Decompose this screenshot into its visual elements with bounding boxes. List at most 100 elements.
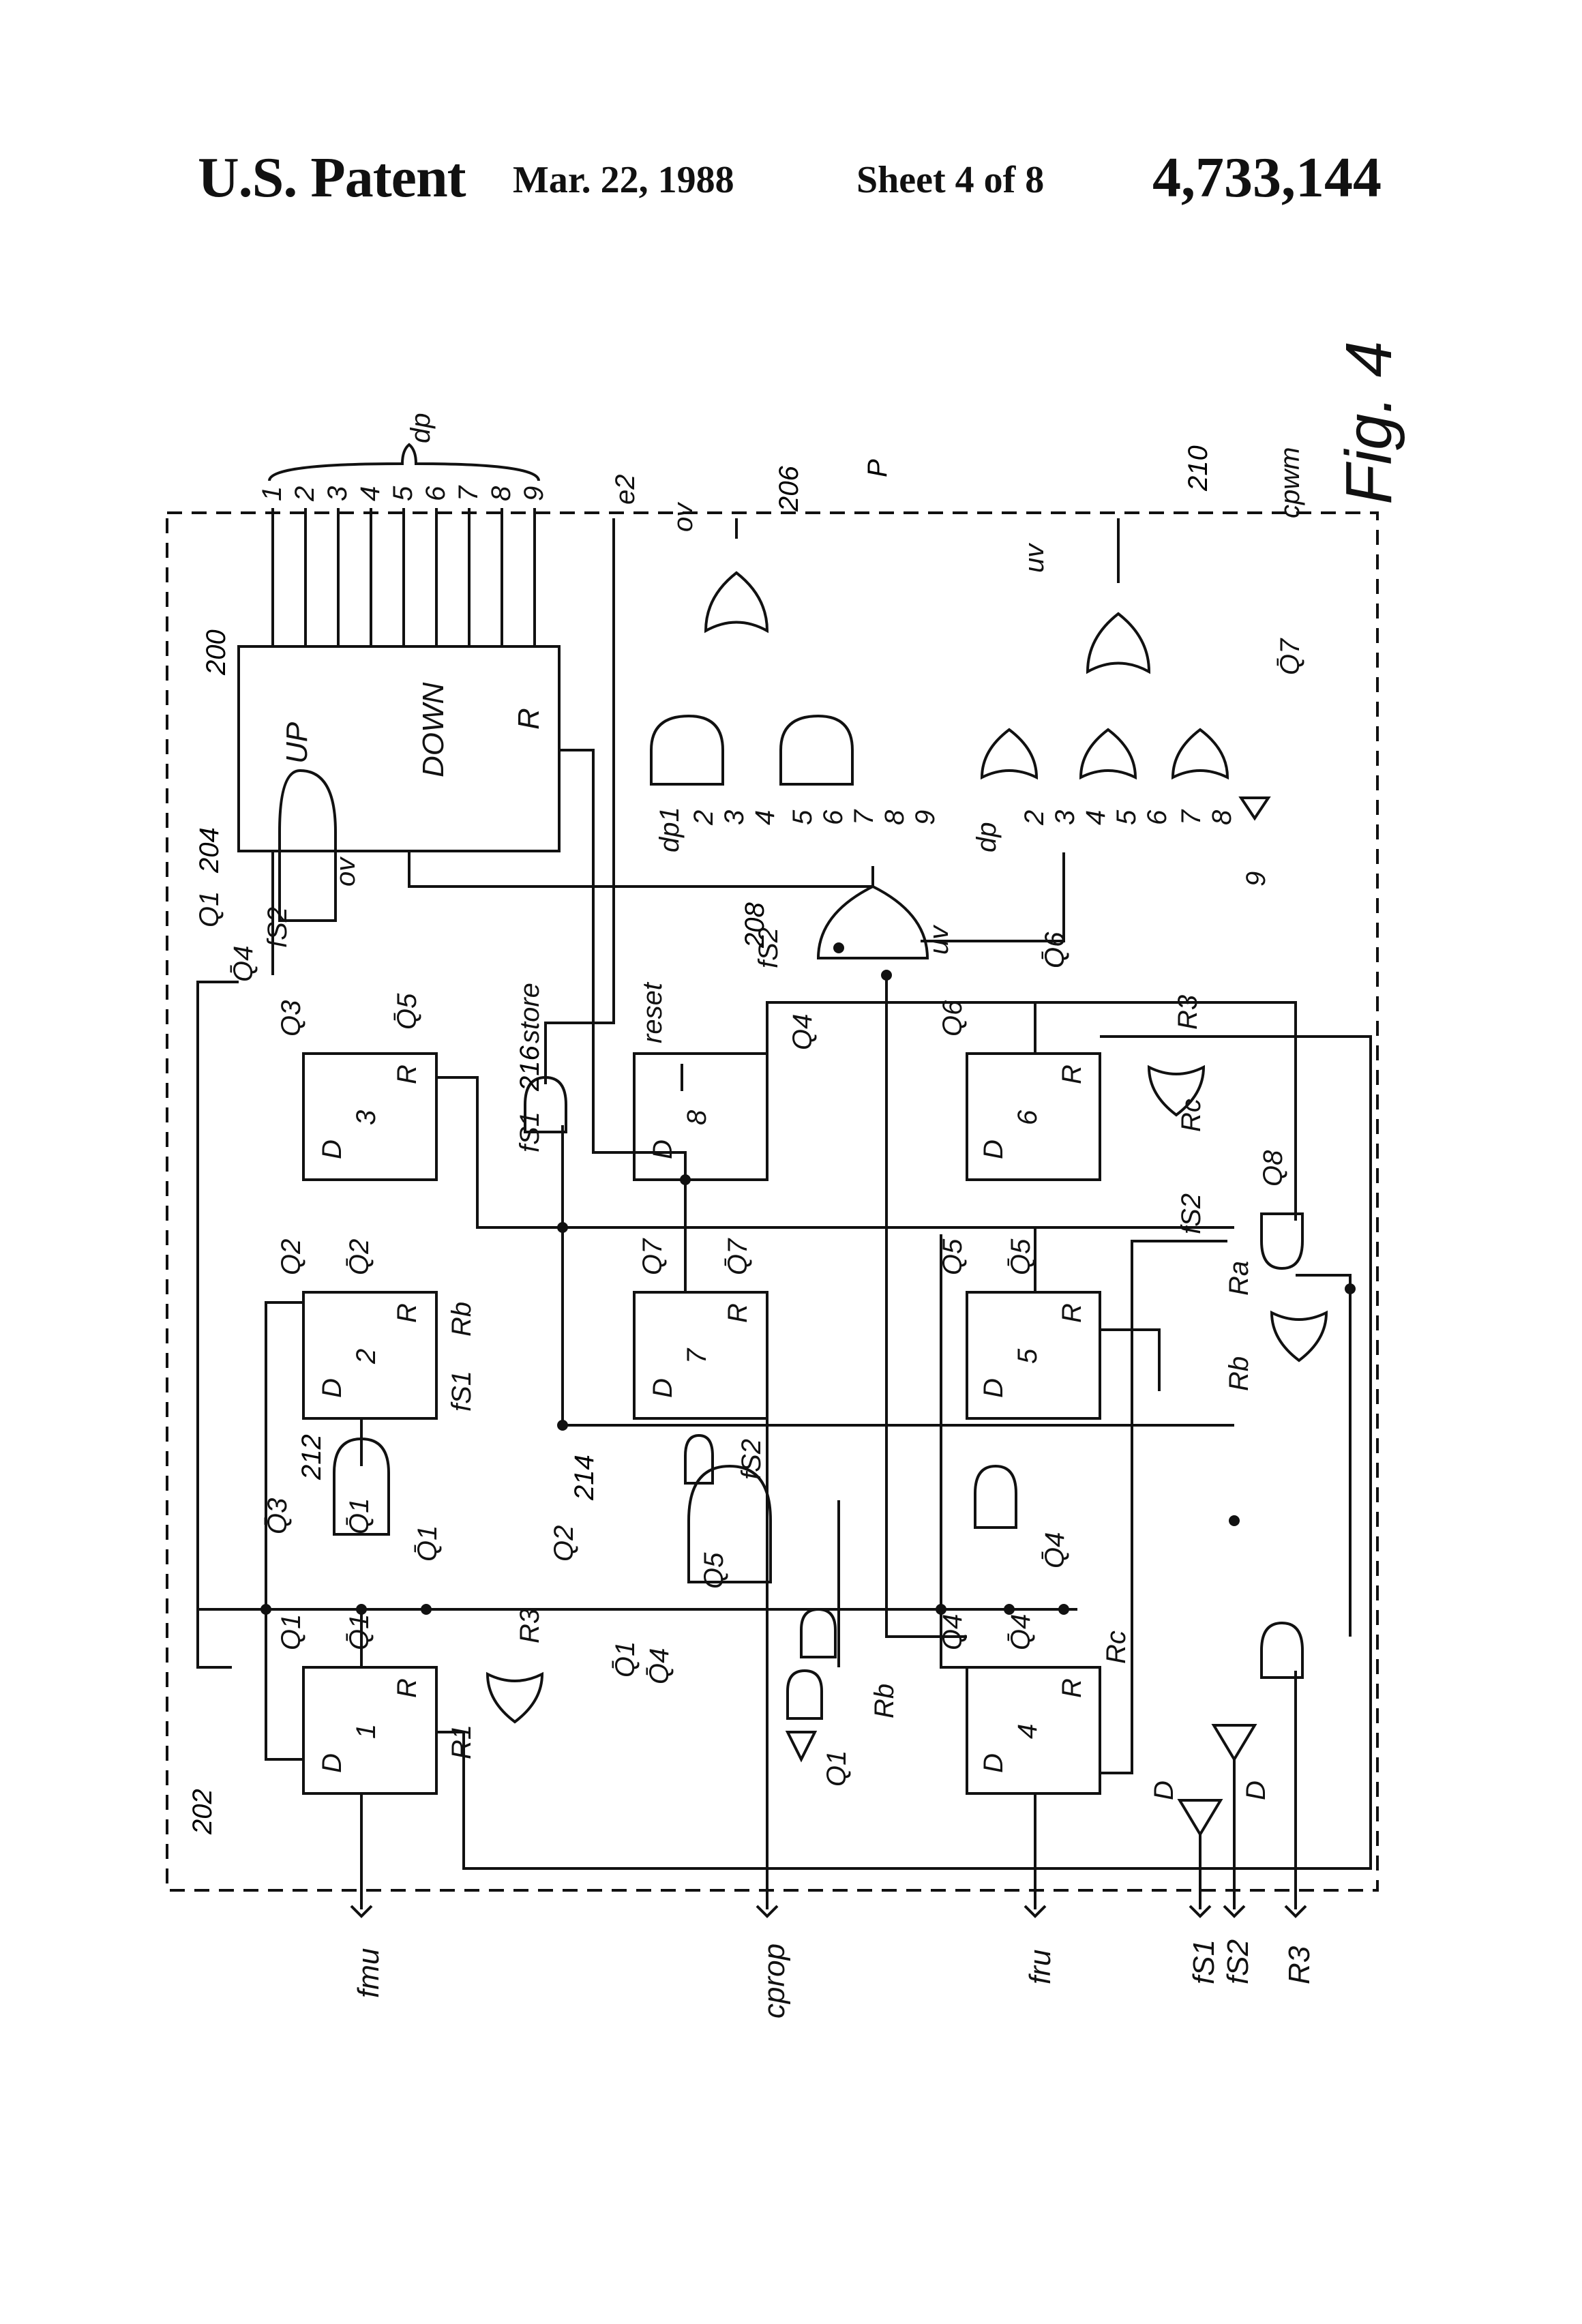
dp-out-5: 5 bbox=[388, 486, 418, 501]
sig-ov-204: ov bbox=[331, 856, 361, 887]
gate-206-or bbox=[704, 571, 769, 634]
flipflop-5-box bbox=[966, 1291, 1101, 1420]
gate-near-7 bbox=[684, 1433, 714, 1485]
buffer-d-2 bbox=[1211, 1724, 1257, 1762]
ff5-name: 5 bbox=[1013, 1348, 1043, 1364]
sig-q6bar: Q̄6 bbox=[1040, 932, 1070, 968]
dp-out-4: 4 bbox=[355, 486, 385, 501]
sig-ov: ov bbox=[668, 502, 698, 532]
g210-in-8: 8 bbox=[1207, 809, 1237, 825]
buffer-d-1 bbox=[1177, 1799, 1223, 1837]
g210-in-3: 3 bbox=[1050, 810, 1080, 825]
ff7-d: D bbox=[648, 1378, 678, 1398]
sig-ra: Ra bbox=[1224, 1261, 1254, 1296]
patent-number: 4,733,144 bbox=[1152, 146, 1382, 209]
dp-out-2: 2 bbox=[290, 486, 320, 502]
dp-brace-label: dp bbox=[406, 413, 436, 444]
g206-in-8: 8 bbox=[880, 809, 910, 825]
ff6-q: Q6 bbox=[938, 1000, 968, 1037]
ff8-name: 8 bbox=[682, 1109, 712, 1125]
ff2-qb: Q̄2 bbox=[344, 1239, 374, 1275]
input-fs2: fS2 bbox=[1221, 1939, 1255, 1984]
counter-reset-label: R bbox=[512, 708, 546, 730]
gate-210-or-c bbox=[1171, 728, 1229, 780]
sig-dp: dp bbox=[972, 822, 1002, 853]
ff1-r: R bbox=[392, 1678, 422, 1698]
ff6-r: R bbox=[1057, 1064, 1087, 1084]
input-fru: fru bbox=[1024, 1950, 1057, 1984]
gate-214 bbox=[687, 1464, 772, 1583]
sig-d-buffer-2: D bbox=[1241, 1781, 1271, 1800]
input-r3: R3 bbox=[1283, 1946, 1316, 1984]
gate-210-or-b bbox=[1079, 728, 1137, 780]
ff5-qb: Q̄5 bbox=[1006, 1238, 1036, 1275]
ref-214: 214 bbox=[569, 1455, 599, 1501]
dp-out-3: 3 bbox=[323, 486, 353, 501]
ff4-name: 4 bbox=[1013, 1724, 1043, 1739]
ff4-r: R bbox=[1057, 1678, 1087, 1698]
ref-210: 210 bbox=[1183, 445, 1213, 492]
and-gate-ra bbox=[1260, 1212, 1304, 1270]
sig-q1bar-212: Q̄1 bbox=[344, 1498, 374, 1534]
sig-d-buffer-1: D bbox=[1149, 1781, 1179, 1800]
ff2-q: Q2 bbox=[276, 1239, 306, 1275]
ff5-q: Q5 bbox=[938, 1238, 968, 1275]
ref-206: 206 bbox=[774, 466, 804, 512]
inverter-9 bbox=[1238, 796, 1271, 821]
ff6-qb: Q̄6 bbox=[1040, 932, 1070, 968]
ref-212: 212 bbox=[297, 1434, 327, 1480]
input-fs1: fS1 bbox=[1187, 1939, 1221, 1984]
g210-in-6: 6 bbox=[1142, 809, 1172, 825]
ref-200: 200 bbox=[201, 629, 231, 676]
g210-in-4: 4 bbox=[1081, 810, 1111, 825]
sig-fs2-b: fS2 bbox=[736, 1439, 766, 1480]
ff4-q: Q4 bbox=[938, 1614, 968, 1650]
sig-fs2-c: fS2 bbox=[1176, 1193, 1206, 1234]
ff3-name: 3 bbox=[351, 1110, 381, 1125]
sig-rb: Rb bbox=[869, 1684, 899, 1718]
dp-out-9: 9 bbox=[519, 486, 549, 501]
counter-up-label: UP bbox=[280, 721, 314, 764]
sig-nine: 9 bbox=[1241, 872, 1271, 887]
ff2-d: D bbox=[317, 1378, 347, 1398]
ff7-r: R bbox=[723, 1303, 753, 1323]
g206-in-2: 2 bbox=[689, 810, 719, 826]
g206-in-7: 7 bbox=[849, 809, 879, 825]
flipflop-2-box bbox=[302, 1291, 438, 1420]
ff3-r: R bbox=[392, 1064, 422, 1084]
ff3-d: D bbox=[317, 1139, 347, 1159]
g210-in-5: 5 bbox=[1111, 809, 1141, 825]
sig-q1bar-214: Q̄1 bbox=[610, 1641, 640, 1678]
sig-q1-204: Q1 bbox=[194, 891, 224, 927]
sig-q5-214: Q5 bbox=[699, 1552, 729, 1589]
sig-uv-208: uv bbox=[924, 925, 954, 955]
sig-q4bar-arrow: Q̄4 bbox=[1040, 1532, 1070, 1568]
inverter-q1 bbox=[785, 1731, 818, 1763]
g210-in-2: 2 bbox=[1019, 810, 1049, 826]
sig-fs2: fS2 bbox=[753, 927, 783, 968]
ff1-d: D bbox=[317, 1753, 347, 1773]
sig-q7bar-right: Q̄7 bbox=[1275, 638, 1305, 675]
and-gate-bottom-right bbox=[1260, 1621, 1304, 1679]
input-fmu: fmu bbox=[352, 1948, 385, 1998]
ff2-reset-in: Rb bbox=[447, 1302, 477, 1337]
g206-in-5: 5 bbox=[788, 809, 818, 825]
ff5-r: R bbox=[1057, 1303, 1087, 1323]
gate-near-q1-b bbox=[786, 1669, 823, 1720]
gate-near-q1-a bbox=[800, 1607, 837, 1658]
sig-fs2-204: fS2 bbox=[263, 907, 293, 948]
ff5-d: D bbox=[979, 1378, 1009, 1398]
ff7-qb: Q̄7 bbox=[723, 1238, 753, 1275]
sig-dp1: dp1 bbox=[655, 807, 685, 852]
e2-label: e2 bbox=[610, 475, 640, 505]
ref-202: 202 bbox=[188, 1789, 218, 1835]
sig-q2-214: Q2 bbox=[549, 1525, 579, 1562]
ref-204: 204 bbox=[194, 827, 224, 874]
sig-q8: Q8 bbox=[1258, 1150, 1288, 1187]
ff1-q: Q1 bbox=[276, 1614, 306, 1650]
sig-q4bar-214: Q̄4 bbox=[644, 1648, 674, 1684]
gate-204 bbox=[278, 769, 337, 922]
sig-fs1-b: fS1 bbox=[447, 1371, 477, 1412]
